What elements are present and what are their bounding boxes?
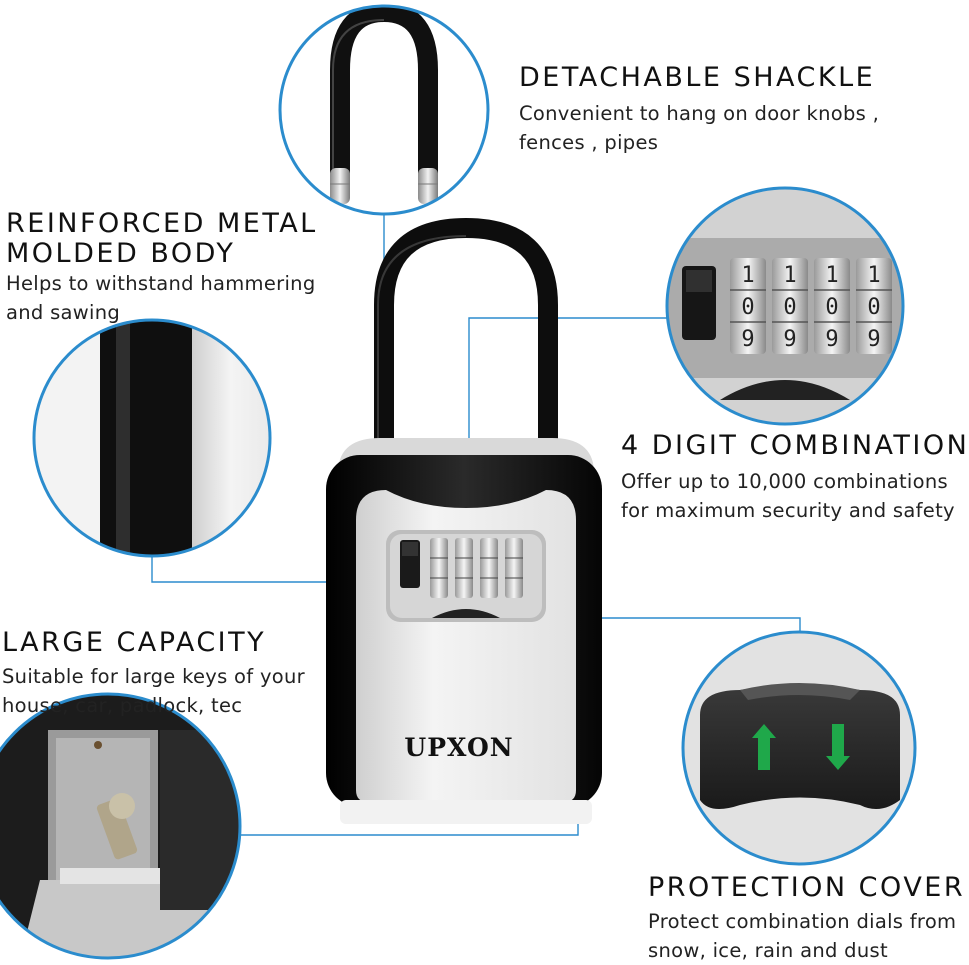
capacity-detail-circle xyxy=(0,692,242,960)
dial-3-mid: 0 xyxy=(825,295,838,320)
body-detail-circle xyxy=(32,318,272,558)
dial-2-mid: 0 xyxy=(783,295,796,320)
shackle-detail-circle xyxy=(278,4,490,216)
dial-4-bottom: 9 xyxy=(867,327,880,352)
combination-detail-circle: 1 1 1 1 0 0 0 0 9 9 9 9 xyxy=(665,186,905,426)
feature-desc-line: fences , pipes xyxy=(519,131,659,154)
lockbox xyxy=(326,217,602,824)
feature-title: PROTECTION COVER xyxy=(648,872,966,903)
feature-desc-line: snow, ice, rain and dust xyxy=(648,939,888,962)
main-shackle xyxy=(374,217,558,450)
feature-desc-line: Offer up to 10,000 combinations xyxy=(621,470,948,493)
feature-desc-line: and sawing xyxy=(6,301,121,324)
dial-1-mid: 0 xyxy=(741,295,754,320)
feature-desc-line: Protect combination dials from xyxy=(648,910,957,933)
arrow-down-icon xyxy=(826,724,850,770)
dial-3-top: 1 xyxy=(825,263,838,288)
feature-desc-line: for maximum security and safety xyxy=(621,499,955,522)
feature-title: DETACHABLE SHACKLE xyxy=(519,62,876,93)
dial-1-top: 1 xyxy=(741,263,754,288)
feature-body: REINFORCED METAL MOLDED BODY Helps to wi… xyxy=(6,209,318,327)
dial-2-top: 1 xyxy=(783,263,796,288)
dial-4-mid: 0 xyxy=(867,295,880,320)
feature-desc-line: house, car, padlock, tec xyxy=(2,694,243,717)
feature-title: REINFORCED METAL xyxy=(6,208,318,239)
dial-1-bottom: 9 xyxy=(741,327,754,352)
feature-title: LARGE CAPACITY xyxy=(2,627,267,658)
feature-combination: 4 DIGIT COMBINATION Offer up to 10,000 c… xyxy=(621,431,969,525)
arrow-up-icon xyxy=(752,724,776,770)
dial-3-bottom: 9 xyxy=(825,327,838,352)
feature-title: MOLDED BODY xyxy=(6,238,236,269)
feature-desc-line: Helps to withstand hammering xyxy=(6,272,316,295)
dial-2-bottom: 9 xyxy=(783,327,796,352)
feature-shackle: DETACHABLE SHACKLE Convenient to hang on… xyxy=(519,63,879,157)
feature-capacity: LARGE CAPACITY Suitable for large keys o… xyxy=(2,628,305,720)
feature-desc-line: Suitable for large keys of your xyxy=(2,665,305,688)
feature-cover: PROTECTION COVER Protect combination dia… xyxy=(648,873,965,965)
cover-detail-circle xyxy=(681,630,917,866)
feature-desc-line: Convenient to hang on door knobs , xyxy=(519,102,880,125)
feature-title: 4 DIGIT COMBINATION xyxy=(621,430,969,461)
brand-logo: UPXON xyxy=(404,733,514,762)
dial-4-top: 1 xyxy=(867,263,880,288)
